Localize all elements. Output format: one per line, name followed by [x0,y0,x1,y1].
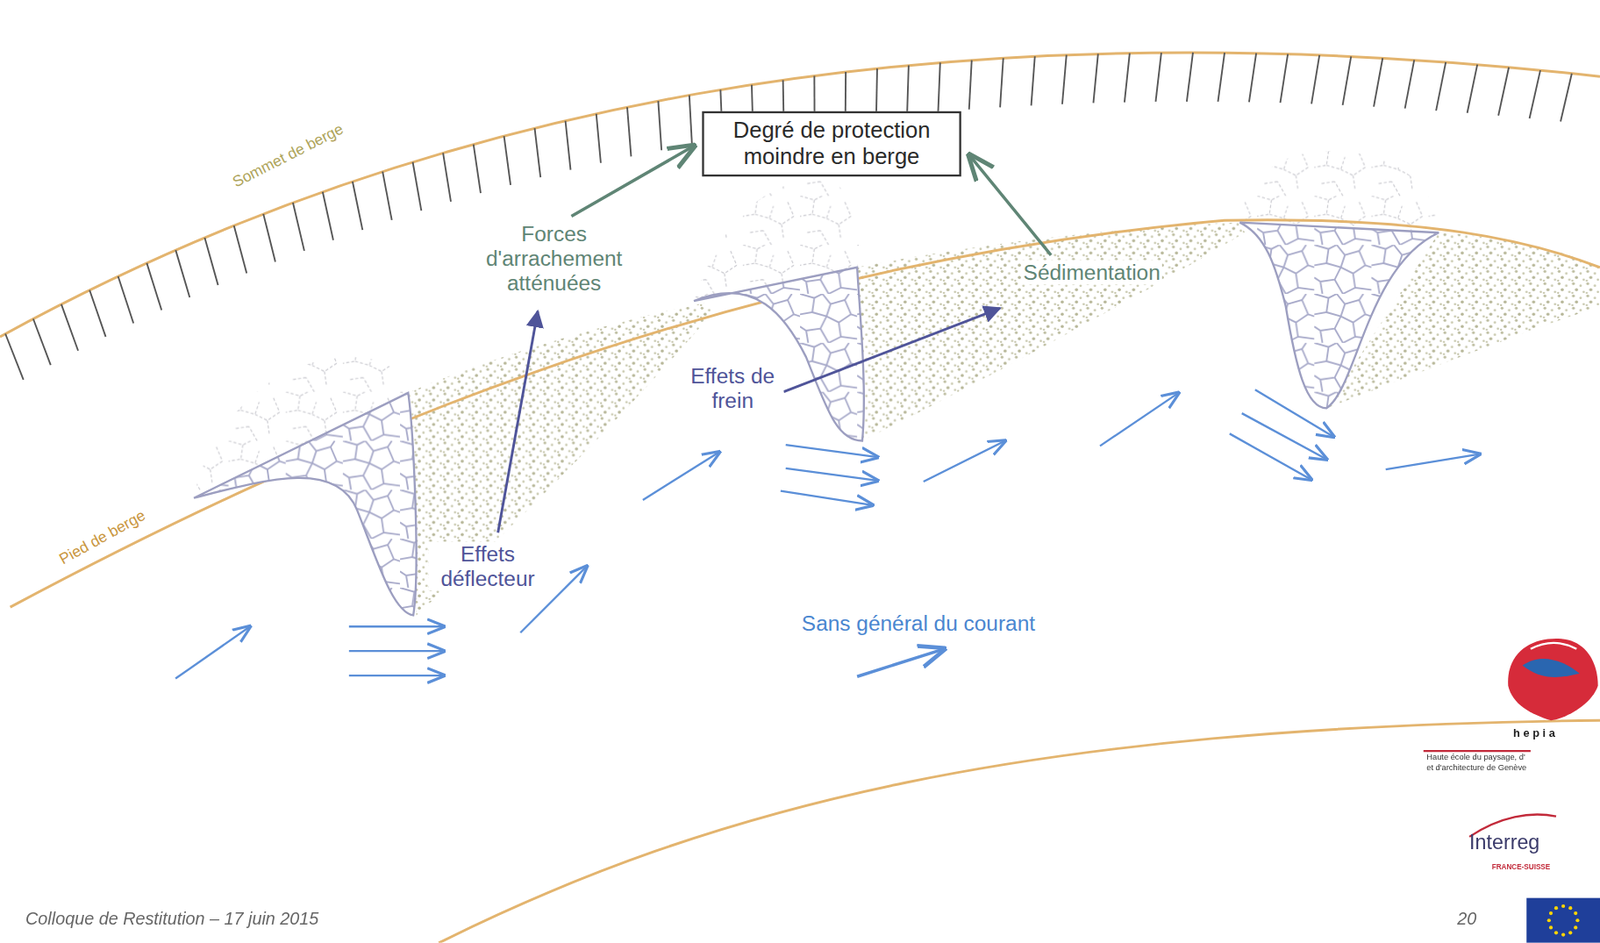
bank-tick [61,304,79,351]
bank-tick [1249,53,1257,103]
bank-tick [204,237,218,286]
bank-tick [234,225,247,273]
logo-rule [1423,750,1531,752]
logo-text: h e p i a [1513,726,1556,740]
eu-star [1554,930,1558,935]
bank-tick [596,114,601,164]
current-label: Sans général du courant [800,611,1038,636]
bank-tick [1280,54,1289,104]
eu-star [1568,930,1572,935]
leader-arrow [498,311,538,533]
bank-tick [1000,57,1004,108]
logo-text: et d'architecture de Genève [1426,762,1527,772]
bank-tick [1155,52,1161,102]
bank-tick [937,62,940,112]
callout-box: Degré de protection moindre en berge [701,110,961,177]
bank-tick [627,107,631,157]
box-text: Degré de protection moindre en berge [714,116,950,171]
bank-tick [565,121,572,171]
bank-tick [1062,55,1067,105]
bank-tick [1186,52,1193,102]
eu-flag [1526,898,1600,943]
bank-tick [1498,67,1509,116]
bank-tick [907,65,909,115]
eu-star [1554,906,1558,910]
bank-tick [382,171,392,221]
eu-star [1549,925,1553,929]
leader-arrow [783,307,1000,392]
eu-star [1549,911,1553,915]
bank-tick [969,60,972,110]
effect-label: Effets déflecteur [428,542,548,592]
bank-tick [352,181,363,230]
bank-tick [413,162,422,211]
bank-tick [1342,56,1352,105]
logo-text: Haute école du paysage, d' [1426,752,1526,763]
effect-label: Forces d'arrachement atténuées [460,221,649,296]
bank-tick [146,263,162,311]
bank-tick [504,135,511,186]
logo-text: Interreg [1469,830,1540,855]
bank-tick [1435,62,1446,111]
bank-tick [1373,57,1383,107]
groyne [193,392,417,616]
eu-star [1575,918,1579,922]
sediment [407,302,715,615]
bank-tick [689,95,693,145]
bank-tick [1217,52,1225,102]
eu-star [1547,918,1551,922]
eu-star [1561,932,1565,936]
eu-star [1568,906,1572,910]
bank-tick [263,214,276,263]
effect-label: Effets de frein [681,364,784,414]
bank-tick [1467,64,1478,114]
bank-tick [292,202,305,251]
effect-label: Sédimentation [1021,260,1163,286]
bank-tick [657,100,662,150]
bank-tick [1092,53,1098,103]
eu-star [1573,925,1578,929]
eu-star [1573,911,1578,915]
logo-text: FRANCE-SUISSE [1492,863,1551,872]
current-arrows [175,389,1480,679]
bank-tick [175,250,190,298]
bank-tick [1031,56,1036,106]
groyne [1239,222,1439,409]
bank-tick [5,334,24,380]
bank-tick [33,318,51,365]
bank-tick [1124,53,1130,103]
footer-text: Colloque de Restitution – 17 juin 2015 [25,909,319,930]
eu-star [1561,904,1565,908]
page-number: 20 [1457,909,1477,930]
groyne [193,392,417,616]
groyne [693,267,865,442]
groyne [693,267,865,442]
bank-foot-line [10,220,1600,608]
bank-tick [535,128,542,178]
bank-tick [442,152,451,202]
bank-tick [1529,70,1541,119]
bank-top-label: Sommet de berge [228,118,349,192]
bank-tick [1560,73,1572,122]
leader-arrow [571,145,694,216]
bank-tick [1405,59,1415,108]
opposite-bank-line [438,720,1600,943]
bank-tick [89,290,106,337]
leader-arrow [969,155,1051,256]
bank-tick [322,192,334,241]
bank-tick [1311,55,1320,105]
bank-tick [118,276,135,323]
groyne [1239,222,1439,409]
bank-tick [473,144,481,194]
fishing-federation-logo [1507,638,1599,721]
sediment [857,222,1245,442]
